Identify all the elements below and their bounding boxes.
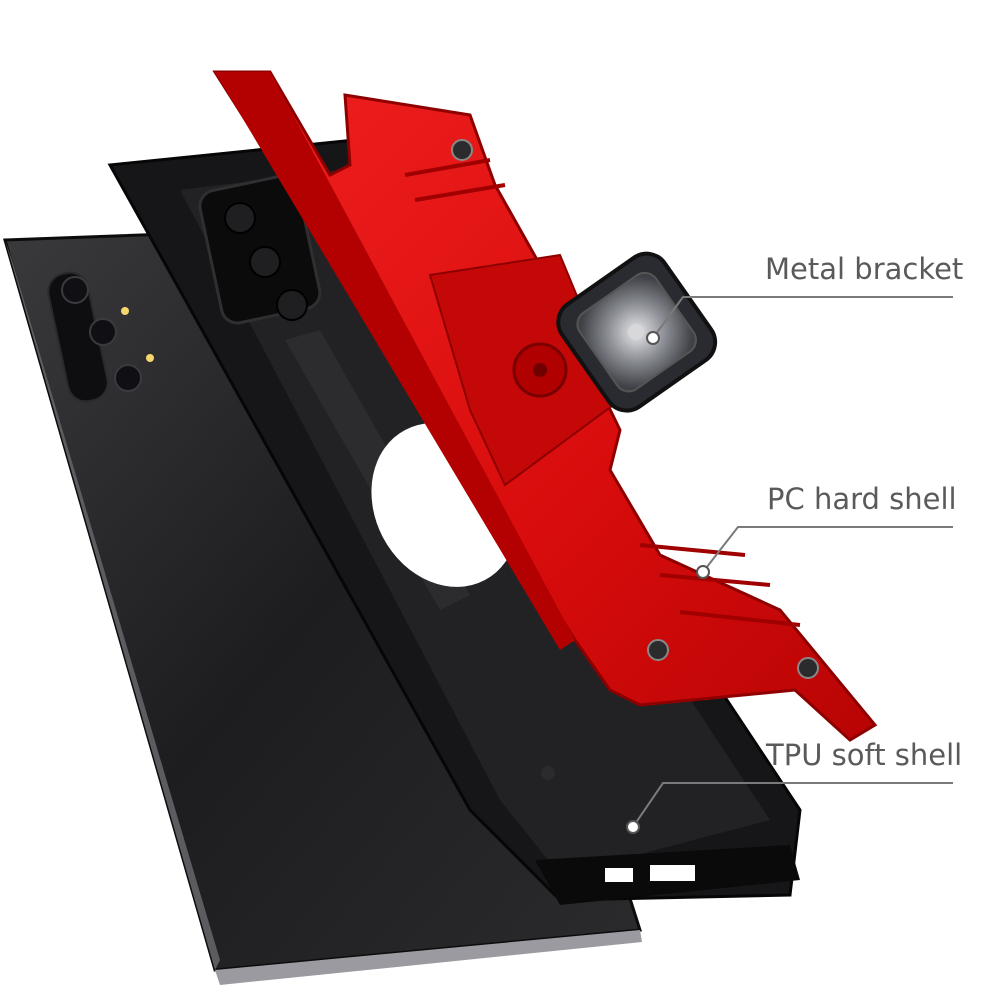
ring-stand-icon bbox=[556, 251, 718, 413]
screw-icon bbox=[451, 139, 819, 780]
callout-lines bbox=[626, 296, 953, 834]
callout-tpu-soft-shell: TPU soft shell bbox=[766, 738, 963, 772]
callout-pc-hard-shell: PC hard shell bbox=[767, 482, 957, 516]
phone-camera-icon bbox=[47, 271, 154, 403]
tpu-soft-shell bbox=[107, 138, 802, 905]
callout-metal-bracket: Metal bracket bbox=[765, 252, 964, 286]
